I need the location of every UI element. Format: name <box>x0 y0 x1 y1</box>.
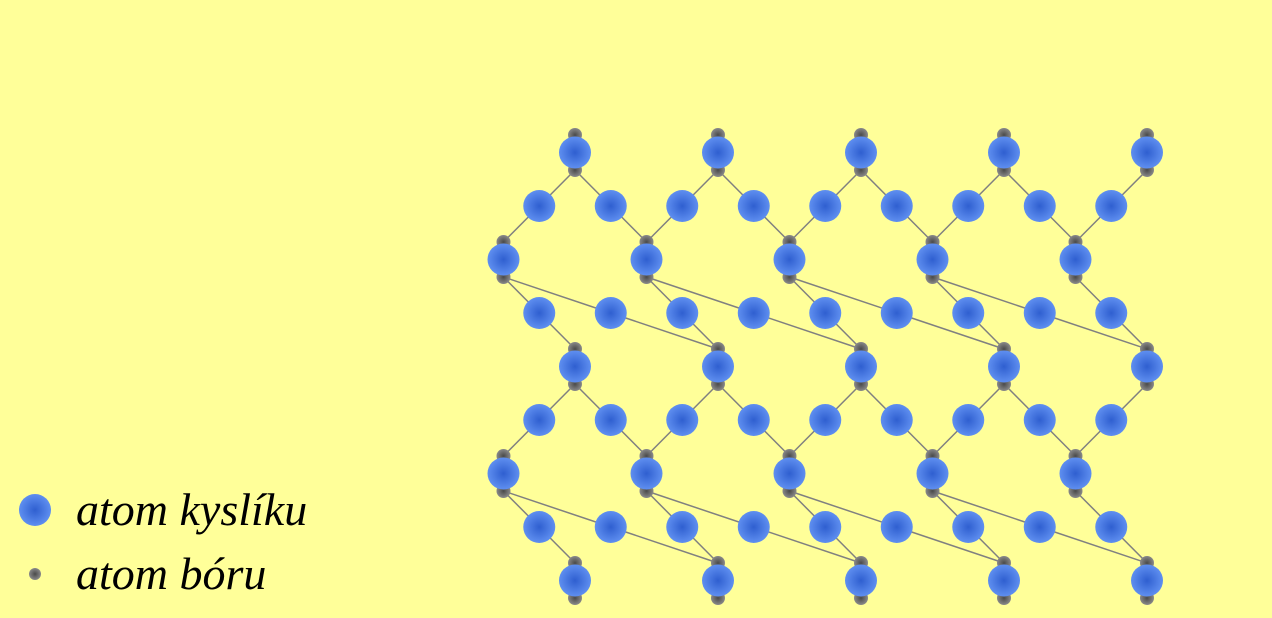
oxygen-atom <box>666 190 699 222</box>
oxygen-atom <box>594 190 627 222</box>
oxygen-atom <box>845 350 877 383</box>
oxygen-atom <box>845 136 877 169</box>
oxygen-atom <box>952 190 985 222</box>
oxygen-atom <box>1059 457 1092 490</box>
oxygen-atom <box>559 136 591 169</box>
bond <box>503 276 611 314</box>
legend: atom kyslíku atom bóru <box>16 478 307 606</box>
oxygen-atom <box>594 404 627 436</box>
oxygen-atom <box>702 136 734 169</box>
oxygen-atom <box>666 404 699 436</box>
oxygen-atom <box>809 190 842 222</box>
bond <box>932 490 1040 528</box>
oxygen-atom <box>666 511 699 543</box>
oxygen-atom <box>1131 564 1163 597</box>
oxygen-atom <box>559 350 591 383</box>
oxygen-atom <box>952 404 985 436</box>
oxygen-atom <box>809 511 842 543</box>
oxygen-atom <box>737 297 770 329</box>
oxygen-atom <box>737 404 770 436</box>
oxygen-atom <box>880 297 913 329</box>
oxygen-atom-icon <box>19 494 51 526</box>
oxygen-atom <box>880 404 913 436</box>
legend-label-boron: atom bóru <box>76 548 267 599</box>
boron-atom-icon <box>29 568 41 580</box>
oxygen-atom <box>773 457 806 490</box>
oxygen-atom <box>809 297 842 329</box>
oxygen-atom <box>1095 511 1128 543</box>
oxygen-atom <box>952 511 985 543</box>
bond <box>789 490 897 528</box>
bond <box>610 312 719 350</box>
oxygen-atom <box>523 297 556 329</box>
oxygen-atom <box>630 457 663 490</box>
legend-item-oxygen: atom kyslíku <box>16 478 307 542</box>
oxygen-atom <box>880 190 913 222</box>
legend-label-oxygen: atom kyslíku <box>76 484 308 535</box>
oxygen-atom <box>1023 511 1056 543</box>
oxygen-atom <box>988 136 1020 169</box>
oxygen-atom <box>1023 297 1056 329</box>
oxygen-atom <box>916 457 949 490</box>
oxygen-atom <box>594 511 627 543</box>
oxygen-atom <box>1023 190 1056 222</box>
oxygen-atom <box>988 350 1020 383</box>
oxygen-atom <box>702 350 734 383</box>
atoms-layer <box>487 128 1163 605</box>
oxygen-atom <box>1059 243 1092 276</box>
oxygen-atom <box>487 243 520 276</box>
bond <box>753 526 862 564</box>
bond <box>896 526 1005 564</box>
oxygen-atom <box>594 297 627 329</box>
oxygen-atom <box>1095 404 1128 436</box>
oxygen-atom <box>1131 350 1163 383</box>
oxygen-atom <box>809 404 842 436</box>
oxygen-atom <box>845 564 877 597</box>
bond <box>646 490 754 528</box>
oxygen-atom <box>737 511 770 543</box>
bond <box>789 276 897 314</box>
bond <box>610 526 719 564</box>
oxygen-atom <box>1095 297 1128 329</box>
oxygen-atom <box>1095 190 1128 222</box>
oxygen-atom <box>523 511 556 543</box>
bond <box>646 276 754 314</box>
oxygen-atom <box>880 511 913 543</box>
bond <box>1039 312 1148 350</box>
oxygen-atom <box>988 564 1020 597</box>
bond <box>932 276 1040 314</box>
oxygen-atom <box>559 564 591 597</box>
oxygen-atom <box>1131 136 1163 169</box>
oxygen-atom <box>952 297 985 329</box>
oxygen-atom <box>666 297 699 329</box>
bond <box>1039 526 1148 564</box>
oxygen-atom <box>773 243 806 276</box>
oxygen-atom <box>702 564 734 597</box>
oxygen-atom <box>916 243 949 276</box>
oxygen-atom <box>737 190 770 222</box>
oxygen-atom <box>487 457 520 490</box>
bond <box>503 490 611 528</box>
bond <box>896 312 1005 350</box>
oxygen-atom <box>630 243 663 276</box>
legend-item-boron: atom bóru <box>16 542 307 606</box>
oxygen-atom <box>523 404 556 436</box>
oxygen-atom <box>523 190 556 222</box>
bond <box>753 312 862 350</box>
oxygen-atom <box>1023 404 1056 436</box>
